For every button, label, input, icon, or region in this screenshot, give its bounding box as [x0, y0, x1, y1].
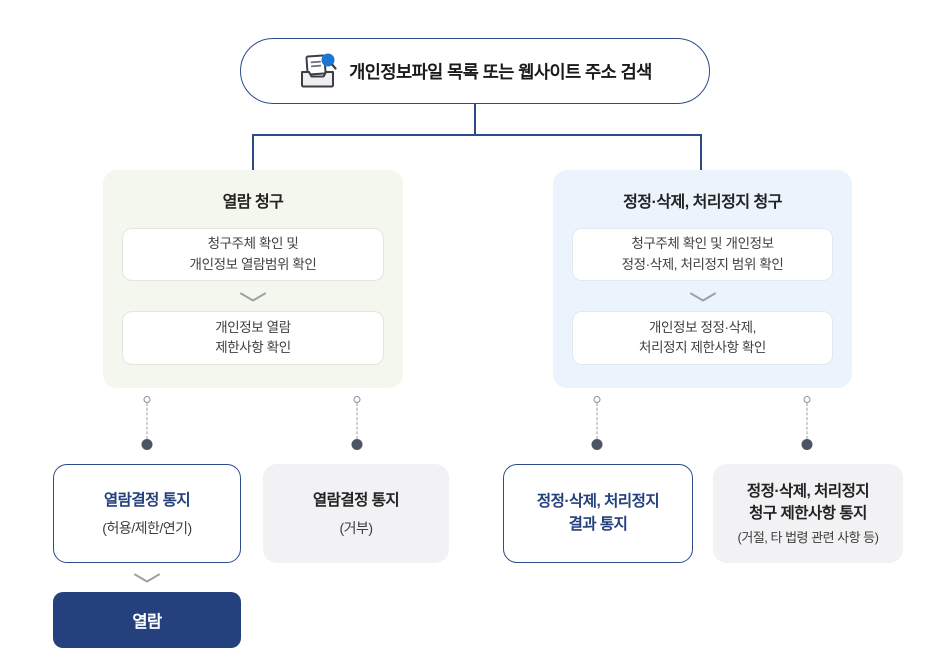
- connector-dashed-line: [146, 403, 148, 439]
- file-search-icon: [298, 53, 338, 89]
- connector-dashed-line: [806, 403, 808, 439]
- search-node-label: 개인정보파일 목록 또는 웹사이트 주소 검색: [349, 61, 652, 82]
- step-verify-subject: 청구주체 확인 및 개인정보 열람범위 확인: [122, 228, 384, 281]
- outcome-title-line: 열람결정 통지: [312, 491, 400, 509]
- dashed-connector: [801, 396, 813, 450]
- outcome-title-line: 결과 통지: [568, 515, 628, 533]
- dashed-connector: [591, 396, 603, 450]
- search-node: 개인정보파일 목록 또는 웹사이트 주소 검색: [240, 38, 710, 104]
- step-line: 청구주체 확인 및 개인정보: [631, 236, 774, 252]
- connector-dot-filled: [351, 439, 363, 450]
- outcome-title: 정정·삭제, 처리정지 결과 통지: [536, 491, 660, 536]
- connector-dot-filled: [801, 439, 813, 450]
- step-line: 정정·삭제, 처리정지 범위 확인: [621, 256, 784, 272]
- connector-dot-open: [593, 396, 601, 403]
- connector-dot-filled: [141, 439, 153, 450]
- chevron-down-icon: [132, 571, 162, 589]
- step-check-restrictions: 개인정보 열람 제한사항 확인: [122, 311, 384, 365]
- outcome-correction-result-notice: 정정·삭제, 처리정지 결과 통지: [503, 464, 693, 563]
- connector-dot-open: [143, 396, 151, 403]
- connector-dot-open: [803, 396, 811, 403]
- outcome-view-decision-denied: 열람결정 통지 (거부): [263, 464, 449, 563]
- connector-dot-open: [353, 396, 361, 403]
- connector-dot-filled: [591, 439, 603, 450]
- connector-dashed-line: [356, 403, 358, 439]
- panel-title: 열람 청구: [222, 194, 284, 211]
- connector-dashed-line: [596, 403, 598, 439]
- step-verify-subject: 청구주체 확인 및 개인정보 정정·삭제, 처리정지 범위 확인: [572, 228, 833, 281]
- outcome-title-line: 청구 제한사항 통지: [749, 505, 867, 523]
- connector-stem: [474, 103, 476, 135]
- outcome-title: 열람결정 통지: [103, 490, 191, 512]
- panel-correction-request: 정정·삭제, 처리정지 청구 청구주체 확인 및 개인정보 정정·삭제, 처리정…: [553, 170, 852, 388]
- outcome-subtitle: (거절, 타 법령 관련 사항 등): [737, 529, 879, 545]
- step-line: 처리정지 제한사항 확인: [639, 340, 766, 355]
- chevron-down-icon: [688, 290, 718, 308]
- outcome-title: 정정·삭제, 처리정지 청구 제한사항 통지: [746, 481, 870, 526]
- outcome-title-line: 정정·삭제, 처리정지: [536, 493, 660, 511]
- outcome-view-decision-notice: 열람결정 통지 (허용/제한/연기): [53, 464, 241, 563]
- panel-title: 정정·삭제, 처리정지 청구: [623, 194, 782, 211]
- connector-right-drop: [700, 134, 702, 170]
- connector-branch-bar: [252, 134, 701, 136]
- outcome-subtitle: (거부): [339, 520, 373, 537]
- final-view-node: 열람: [53, 592, 241, 648]
- dashed-connector: [141, 396, 153, 450]
- step-line: 개인정보 열람: [215, 319, 291, 335]
- step-check-restrictions: 개인정보 정정·삭제, 처리정지 제한사항 확인: [572, 311, 833, 365]
- panel-view-request: 열람 청구 청구주체 확인 및 개인정보 열람범위 확인 개인정보 열람 제한사…: [103, 170, 403, 388]
- outcome-subtitle: (허용/제한/연기): [102, 520, 192, 537]
- step-line: 개인정보 정정·삭제,: [649, 319, 756, 335]
- outcome-title: 열람결정 통지: [312, 490, 400, 512]
- connector-left-drop: [252, 134, 254, 170]
- dashed-connector: [351, 396, 363, 450]
- step-line: 개인정보 열람범위 확인: [189, 256, 317, 272]
- step-line: 제한사항 확인: [215, 340, 291, 355]
- outcome-correction-restriction-notice: 정정·삭제, 처리정지 청구 제한사항 통지 (거절, 타 법령 관련 사항 등…: [713, 464, 903, 563]
- outcome-title-line: 정정·삭제, 처리정지: [746, 482, 870, 500]
- outcome-title-line: 열람결정 통지: [103, 491, 191, 509]
- chevron-down-icon: [238, 290, 268, 308]
- step-line: 청구주체 확인 및: [207, 236, 299, 252]
